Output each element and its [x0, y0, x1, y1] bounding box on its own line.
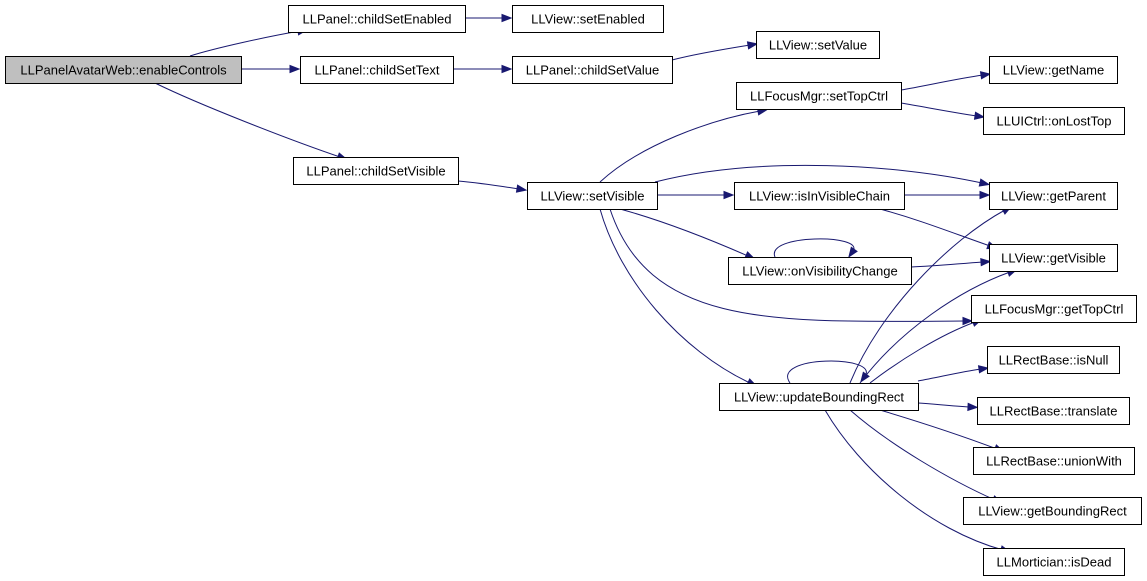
node-updateBoundingRect[interactable]: LLView::updateBoundingRect	[719, 383, 919, 411]
node-box[interactable]	[512, 56, 673, 84]
node-label: LLView::onVisibilityChange	[742, 264, 897, 279]
node-label: LLMortician::isDead	[997, 555, 1112, 570]
edge-setVisible-to-updateBoundingRect	[599, 208, 758, 387]
node-isInVisibleChain[interactable]: LLView::isInVisibleChain	[734, 182, 905, 210]
node-label: LLView::setVisible	[540, 189, 644, 204]
edge-setTopCtrl-to-getName	[900, 71, 992, 91]
node-box[interactable]	[989, 182, 1118, 210]
node-box[interactable]	[973, 447, 1135, 475]
node-box[interactable]	[512, 5, 664, 33]
node-getParent[interactable]: LLView::getParent	[989, 182, 1118, 210]
node-label: LLPanel::childSetVisible	[306, 164, 445, 179]
node-box[interactable]	[987, 346, 1120, 374]
edge-childSetValue-to-setValue	[671, 41, 759, 61]
node-box[interactable]	[719, 383, 919, 411]
node-label: LLPanel::childSetEnabled	[303, 12, 452, 27]
node-label: LLView::getName	[1003, 63, 1104, 78]
node-getTopCtrl[interactable]: LLFocusMgr::getTopCtrl	[971, 295, 1137, 323]
node-box[interactable]	[977, 397, 1130, 425]
edge-setTopCtrl-to-onLostTop	[900, 102, 986, 120]
node-getBoundingRect[interactable]: LLView::getBoundingRect	[963, 497, 1142, 525]
edge-enableControls-to-childSetVisible	[154, 82, 348, 161]
node-enableControls[interactable]: LLPanelAvatarWeb::enableControls	[5, 56, 242, 84]
node-box[interactable]	[293, 157, 459, 185]
edge-updateBoundingRect-to-isNull	[917, 365, 990, 382]
edge-childSetVisible-to-setVisible	[457, 180, 528, 193]
node-box[interactable]	[5, 56, 242, 84]
node-setValue[interactable]: LLView::setValue	[756, 31, 880, 59]
node-childSetText[interactable]: LLPanel::childSetText	[300, 56, 454, 84]
node-box[interactable]	[989, 56, 1118, 84]
node-label: LLUICtrl::onLostTop	[997, 114, 1112, 129]
node-childSetEnabled[interactable]: LLPanel::childSetEnabled	[288, 5, 466, 33]
node-onLostTop[interactable]: LLUICtrl::onLostTop	[983, 107, 1125, 135]
node-box[interactable]	[734, 182, 905, 210]
node-childSetVisible[interactable]: LLPanel::childSetVisible	[293, 157, 459, 185]
nodes-layer: LLPanelAvatarWeb::enableControlsLLPanel:…	[5, 5, 1142, 576]
node-box[interactable]	[963, 497, 1142, 525]
edge-enableControls-to-childSetText	[241, 64, 301, 74]
edge-childSetEnabled-to-setEnabled	[465, 13, 513, 23]
node-box[interactable]	[288, 5, 466, 33]
node-isNull[interactable]: LLRectBase::isNull	[987, 346, 1120, 374]
node-label: LLView::getVisible	[1001, 251, 1106, 266]
node-unionWith[interactable]: LLRectBase::unionWith	[973, 447, 1135, 475]
node-box[interactable]	[756, 31, 880, 59]
edge-setVisible-to-onVisibilityChange	[619, 208, 756, 260]
node-label: LLView::setValue	[769, 38, 867, 53]
node-box[interactable]	[300, 56, 454, 84]
edge-setVisible-to-getParent	[654, 164, 991, 187]
edge-setVisible-to-setTopCtrl	[599, 107, 769, 183]
node-getVisible[interactable]: LLView::getVisible	[989, 244, 1118, 272]
node-label: LLRectBase::translate	[990, 404, 1118, 419]
node-label: LLRectBase::unionWith	[986, 454, 1122, 469]
node-label: LLFocusMgr::getTopCtrl	[985, 302, 1124, 317]
node-label: LLView::updateBoundingRect	[734, 390, 904, 405]
edge-updateBoundingRect-to-getTopCtrl	[869, 318, 983, 384]
edge-updateBoundingRect-to-translate	[917, 402, 979, 412]
node-setTopCtrl[interactable]: LLFocusMgr::setTopCtrl	[736, 82, 902, 110]
node-onVisibilityChange[interactable]: LLView::onVisibilityChange	[728, 257, 912, 285]
node-label: LLRectBase::isNull	[999, 353, 1109, 368]
node-translate[interactable]: LLRectBase::translate	[977, 397, 1130, 425]
node-label: LLView::getParent	[1001, 189, 1106, 204]
edge-updateBoundingRect-to-isDead	[824, 409, 1012, 554]
node-isDead[interactable]: LLMortician::isDead	[983, 548, 1125, 576]
node-label: LLView::getBoundingRect	[978, 504, 1127, 519]
edges-layer	[154, 13, 1018, 554]
edge-updateBoundingRect-to-updateBoundingRect	[787, 360, 870, 384]
node-label: LLPanel::childSetValue	[526, 63, 659, 78]
node-box[interactable]	[983, 548, 1125, 576]
node-box[interactable]	[728, 257, 912, 285]
node-setEnabled[interactable]: LLView::setEnabled	[512, 5, 664, 33]
edge-setVisible-to-isInVisibleChain	[657, 190, 735, 200]
node-label: LLView::isInVisibleChain	[749, 189, 890, 204]
node-label: LLPanelAvatarWeb::enableControls	[20, 63, 227, 78]
node-box[interactable]	[527, 182, 658, 210]
node-box[interactable]	[989, 244, 1118, 272]
node-box[interactable]	[971, 295, 1137, 323]
node-childSetValue[interactable]: LLPanel::childSetValue	[512, 56, 673, 84]
edge-updateBoundingRect-to-getParent	[849, 205, 1013, 384]
node-box[interactable]	[736, 82, 902, 110]
edge-setVisible-to-getTopCtrl	[609, 208, 974, 326]
node-label: LLView::setEnabled	[531, 12, 645, 27]
edge-isInVisibleChain-to-getVisible	[879, 208, 998, 250]
edge-onVisibilityChange-to-onVisibilityChange	[774, 238, 858, 258]
edge-onVisibilityChange-to-getVisible	[910, 257, 992, 268]
node-setVisible[interactable]: LLView::setVisible	[527, 182, 658, 210]
edge-isInVisibleChain-to-getParent	[904, 190, 991, 200]
node-label: LLFocusMgr::setTopCtrl	[750, 89, 888, 104]
edge-childSetText-to-childSetValue	[453, 64, 513, 74]
node-label: LLPanel::childSetText	[314, 63, 439, 78]
node-box[interactable]	[983, 107, 1125, 135]
node-getName[interactable]: LLView::getName	[989, 56, 1118, 84]
